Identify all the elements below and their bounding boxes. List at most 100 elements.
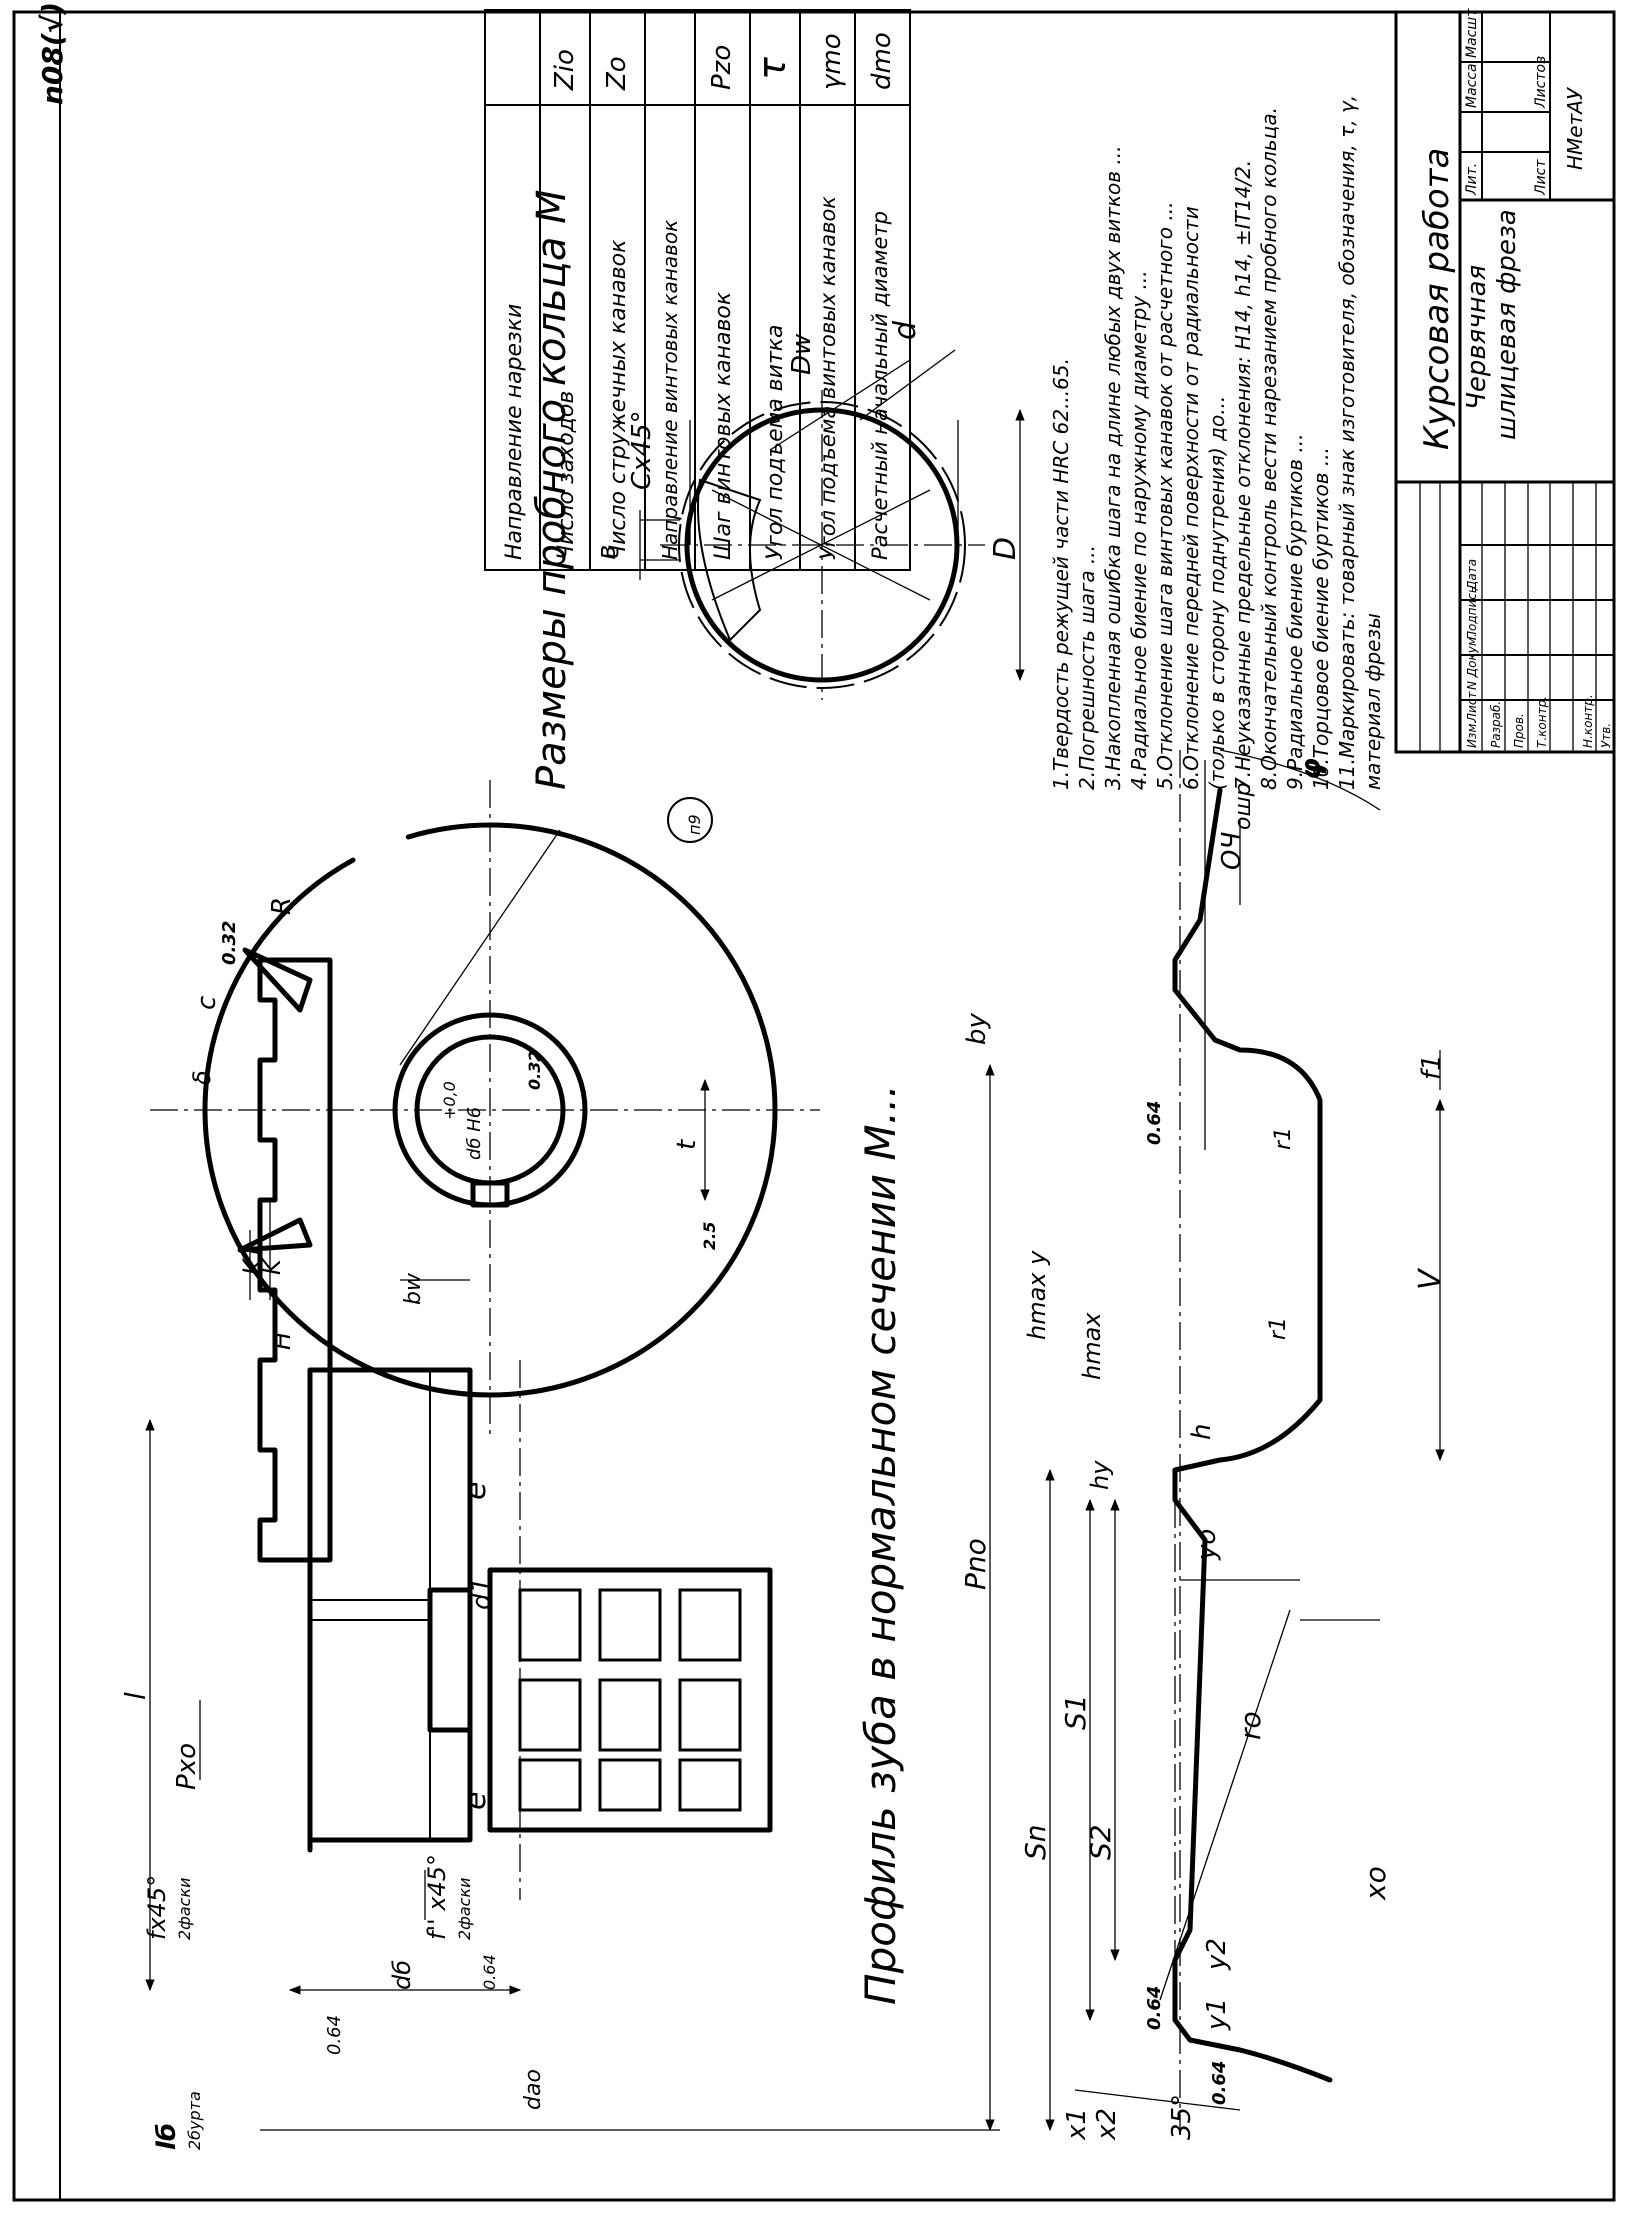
title-work: Курсовая работа bbox=[1417, 148, 1457, 450]
cutter-label-l: l bbox=[119, 1692, 152, 1700]
prof-label-ro: ro bbox=[1234, 1711, 1267, 1740]
cutter-label-dao: dao bbox=[521, 2069, 546, 2110]
req-7: 7.Неуказанные предельные отклонения: H14… bbox=[1231, 160, 1255, 790]
prof-label-s2: S2 bbox=[1084, 1824, 1117, 1860]
prof-label-oh: OЧ bbox=[1217, 832, 1247, 870]
req-3: 3.Накопленная ошибка шага на длине любых… bbox=[1101, 146, 1125, 790]
title-row-sign: Подпись bbox=[1465, 586, 1479, 640]
prof-label-x2: x2 bbox=[1092, 2108, 1122, 2141]
ring-label-dw: Dw bbox=[787, 333, 817, 375]
title-row-doc: N Докум. bbox=[1465, 633, 1479, 690]
title-name-2: шлицевая фреза bbox=[1492, 209, 1522, 440]
title-sheets: Листов bbox=[1533, 56, 1549, 109]
title-role-utv: Утв. bbox=[1599, 723, 1613, 748]
prof-label-oshp: ошр bbox=[1231, 782, 1256, 830]
cutter-label-db: dб bbox=[388, 1960, 416, 1990]
title-org: НМетАУ bbox=[1563, 86, 1587, 170]
end-label-dbore: dб H6 bbox=[464, 1107, 485, 1160]
end-label-c: c bbox=[192, 996, 222, 1010]
param-label-2: Число стружечных канавок bbox=[606, 239, 631, 560]
cutter-label-e2: e bbox=[458, 1792, 493, 1810]
req-4: 4.Радиальное биение по наружному диаметр… bbox=[1127, 270, 1151, 790]
end-label-r032: 0.32 bbox=[219, 921, 240, 965]
end-label-R: R bbox=[267, 897, 297, 915]
technical-requirements: 1.Твердость режущей части HRC 62...65. 2… bbox=[1049, 95, 1385, 790]
prof-label-f1: f1 bbox=[1417, 1054, 1447, 1080]
cutter-side-view: l Pxo fх45° 2фаски f'' х45° 2фаски lб 2б… bbox=[119, 957, 1000, 2150]
req-2: 2.Погрешность шага ... bbox=[1075, 545, 1099, 790]
end-label-t: t bbox=[672, 1139, 702, 1150]
param-symbol-4: Pzo bbox=[707, 45, 737, 90]
end-label-delta: δ bbox=[188, 1070, 216, 1085]
cutter-label-burta: 2бурта bbox=[185, 2091, 204, 2150]
ring-title: Размеры пробного кольца М bbox=[529, 189, 575, 790]
prof-label-hmax: hmax bbox=[1078, 1312, 1106, 1380]
req-5: 5.Отклонение шага винтовых канавок от ра… bbox=[1153, 202, 1177, 790]
prof-label-sn: Sn bbox=[1019, 1824, 1052, 1860]
req-1: 1.Твердость режущей части HRC 62...65. bbox=[1049, 358, 1073, 790]
title-scale: Масшт bbox=[1464, 8, 1480, 58]
prof-label-h: h bbox=[1187, 1424, 1217, 1440]
prof-label-s1: S1 bbox=[1059, 1694, 1092, 1730]
cutter-label-fx45: fх45° bbox=[143, 1875, 171, 1940]
prof-label-r064a: 0.64 bbox=[1144, 1986, 1165, 2030]
req-6b: (только в сторону поднутрения) до... bbox=[1205, 396, 1229, 790]
ring-label-d: d bbox=[888, 320, 923, 340]
end-label-tol: +0,0 bbox=[440, 1081, 459, 1120]
param-label-6: Угол подъема винтовых канавок bbox=[816, 196, 840, 560]
parameter-table: Направление нарезки Число заходов Число … bbox=[484, 9, 911, 571]
tooth-profile: Pno Sn S1 S2 x1 x2 35° 0.64 0.64 y1 y2 x… bbox=[959, 749, 1448, 2141]
cutter-label-d1: d1 bbox=[467, 1577, 497, 1610]
prof-label-r064b: 0.64 bbox=[1209, 2061, 1230, 2105]
req-9: 9.Радиальное биение буртиков ... bbox=[1283, 434, 1307, 790]
req-8: 8.Окончательный контроль вести нарезание… bbox=[1257, 107, 1281, 790]
prof-label-a35: 35° bbox=[1167, 2094, 1197, 2140]
prof-label-pno: Pno bbox=[959, 1538, 992, 1590]
prof-label-yo: yo bbox=[1192, 1529, 1222, 1561]
prof-label-xo: xo bbox=[1359, 1866, 1392, 1901]
title-row-izm: Изм. bbox=[1465, 720, 1479, 748]
cutter-label-faski2: 2фаски bbox=[455, 1877, 474, 1940]
end-label-K: K bbox=[258, 1257, 286, 1275]
title-role-prov: Пров. bbox=[1512, 713, 1526, 748]
end-label-bw: bw bbox=[401, 1272, 426, 1305]
param-label-0: Направление нарезки bbox=[502, 304, 527, 560]
end-label-r032b: 0.32 bbox=[525, 1051, 544, 1090]
end-label-H: H bbox=[268, 1332, 296, 1350]
param-symbol-6: γmo bbox=[817, 33, 847, 90]
ring-label-b: в bbox=[592, 545, 622, 560]
title-block: Курсовая работа Червячная шлицевая фреза… bbox=[1394, 8, 1616, 754]
surface-finish-header: n08(√) bbox=[36, 2, 69, 105]
title-role-nkontr: Н.контр. bbox=[1581, 694, 1595, 748]
param-symbol-2: Zo bbox=[602, 56, 632, 91]
cutter-label-f2x45: f'' х45° bbox=[423, 1854, 451, 1940]
param-label-1: Число заходов bbox=[554, 391, 579, 560]
title-role-tkontr: Т.контр. bbox=[1535, 696, 1549, 748]
title-name-1: Червячная bbox=[1462, 265, 1492, 410]
param-label-7: Расчетный начальный диаметр bbox=[868, 211, 892, 560]
prof-label-r1b: r1 bbox=[1271, 1127, 1296, 1150]
req-6: 6.Отклонение передней поверхности от рад… bbox=[1179, 206, 1203, 790]
cutter-label-e1: e bbox=[458, 1482, 493, 1500]
cutter-label-r064a: 0.64 bbox=[324, 2015, 345, 2055]
prof-label-r064c: 0.64 bbox=[1144, 1101, 1165, 1145]
sheet-frame bbox=[59, 11, 1615, 2201]
title-lit: Лит. bbox=[1464, 163, 1480, 196]
req-11: 11.Маркировать: товарный знак изготовите… bbox=[1335, 95, 1359, 790]
ring-label-D: D bbox=[988, 537, 1023, 560]
title-row-date: Дата bbox=[1465, 559, 1479, 591]
param-label-4: Шаг винтовых канавок bbox=[711, 291, 736, 560]
prof-label-hmaxy: hmax y bbox=[1023, 1250, 1051, 1340]
req-10: 10.Торцовое биение буртиков ... bbox=[1309, 447, 1333, 790]
cutter-label-r064b: 0.64 bbox=[480, 1954, 499, 1990]
param-symbol-5: τ bbox=[750, 56, 794, 80]
prof-label-r1a: r1 bbox=[1266, 1317, 1291, 1340]
prof-label-y2: y2 bbox=[1202, 1938, 1232, 1971]
title-row-list: Лист bbox=[1465, 691, 1479, 723]
prof-label-y1: y1 bbox=[1202, 1998, 1232, 2031]
cutter-label-faski1: 2фаски bbox=[175, 1877, 194, 1940]
prof-label-v: V bbox=[1413, 1267, 1448, 1290]
end-label-p9: п9 bbox=[685, 814, 704, 835]
param-symbol-1: Zio bbox=[550, 49, 580, 91]
